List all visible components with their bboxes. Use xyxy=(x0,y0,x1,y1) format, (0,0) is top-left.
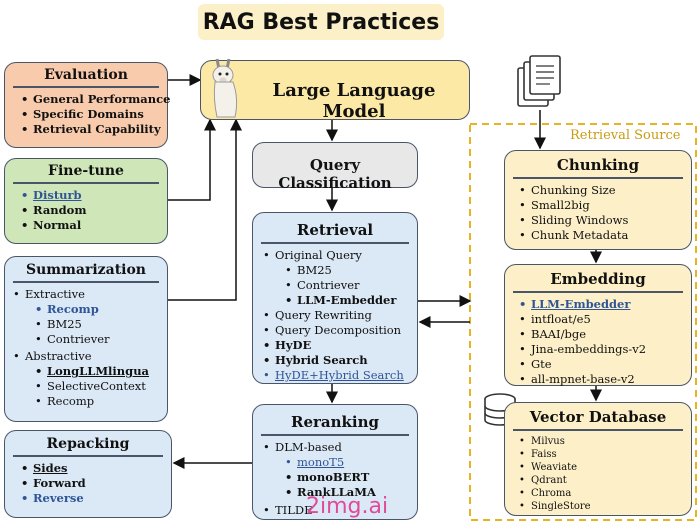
finetune-item: Disturb xyxy=(19,188,167,203)
chunking-divider xyxy=(513,177,683,179)
arrow-finetune-llm xyxy=(168,118,216,201)
repacking-divider xyxy=(13,455,163,457)
llama-icon xyxy=(212,58,238,118)
retrieval-box: Retrieval Original Query BM25 Contriever… xyxy=(252,212,418,384)
finetune-box: Fine-tune Disturb Random Normal xyxy=(4,158,168,244)
embedding-item: LLM-Embedder xyxy=(517,297,691,312)
evaluation-item: General Performance xyxy=(19,92,170,107)
chunking-title: Chunking xyxy=(556,156,640,174)
summarization-box: Summarization Extractive Recomp BM25 Con… xyxy=(4,256,168,422)
retrieval-original-item: BM25 xyxy=(261,263,417,278)
finetune-item: Normal xyxy=(19,218,167,233)
retrieval-original-item: LLM-Embedder xyxy=(261,293,417,308)
repacking-title: Repacking xyxy=(46,436,130,452)
evaluation-box: Evaluation General Performance Specific … xyxy=(4,62,170,148)
evaluation-divider xyxy=(13,86,159,88)
reranking-dlm-item: monoT5 xyxy=(261,455,417,470)
chunking-item: Chunk Metadata xyxy=(517,228,691,243)
query-classification-title: Query Classification xyxy=(278,156,392,192)
finetune-divider xyxy=(13,182,159,184)
vector-database-divider xyxy=(513,429,683,431)
embedding-item: BAAI/bge xyxy=(517,327,691,342)
retrieval-divider xyxy=(261,242,409,244)
chunking-item: Small2big xyxy=(517,198,691,213)
repacking-item: Reverse xyxy=(19,491,171,506)
embedding-item: intfloat/e5 xyxy=(517,312,691,327)
reranking-tail: TILDE xyxy=(261,503,417,518)
embedding-divider xyxy=(513,291,683,293)
repacking-box: Repacking Sides Forward Reverse xyxy=(4,430,172,518)
reranking-divider xyxy=(261,434,409,436)
retrieval-item: HyDE xyxy=(261,338,417,353)
retrieval-item: Hybrid Search xyxy=(261,353,417,368)
reranking-dlm: DLM-based xyxy=(261,440,417,455)
vector-database-item: SingleStore xyxy=(517,500,691,513)
finetune-item: Random xyxy=(19,203,167,218)
summarization-divider xyxy=(13,281,159,283)
vector-database-item: Milvus xyxy=(517,435,691,448)
retrieval-title: Retrieval xyxy=(296,221,374,239)
summarization-extractive-item: Recomp xyxy=(11,302,167,317)
embedding-item: Gte xyxy=(517,357,691,372)
llm-title: Large Language Model xyxy=(272,80,436,122)
watermark-text: 2img.ai xyxy=(306,494,389,519)
document-stack-icon xyxy=(517,55,561,107)
vector-database-item: Faiss xyxy=(517,448,691,461)
embedding-item: Jina-embeddings-v2 xyxy=(517,342,691,357)
vector-database-item: Weaviate xyxy=(517,461,691,474)
chunking-box: Chunking Chunking Size Small2big Sliding… xyxy=(504,150,692,250)
reranking-dlm-item: RankLLaMA xyxy=(261,485,417,500)
summarization-abstractive: Abstractive xyxy=(11,349,167,364)
vector-database-box: Vector Database Milvus Faiss Weaviate Qd… xyxy=(504,402,692,516)
vector-database-title: Vector Database xyxy=(529,408,667,426)
retrieval-item: Query Rewriting xyxy=(261,308,417,323)
summarization-abstractive-item: LongLLMlingua xyxy=(11,364,167,379)
embedding-box: Embedding LLM-Embedder intfloat/e5 BAAI/… xyxy=(504,264,692,387)
evaluation-item: Specific Domains xyxy=(19,107,167,122)
summarization-abstractive-item: Recomp xyxy=(11,394,167,409)
retrieval-original-item: Contriever xyxy=(261,278,417,293)
evaluation-item: Retrieval Capability xyxy=(19,122,167,137)
vector-database-item: Chroma xyxy=(517,487,691,500)
vector-database-item: Qdrant xyxy=(517,474,691,487)
page-title: RAG Best Practices xyxy=(198,4,444,40)
chunking-item: Sliding Windows xyxy=(517,213,691,228)
summarization-abstractive-item: SelectiveContext xyxy=(11,379,167,394)
evaluation-title: Evaluation xyxy=(44,67,128,83)
retrieval-item: HyDE+Hybrid Search xyxy=(261,368,417,383)
summarization-extractive: Extractive xyxy=(11,287,167,302)
retrieval-item: Query Decomposition xyxy=(261,323,417,338)
embedding-title: Embedding xyxy=(550,270,646,288)
chunking-item: Chunking Size xyxy=(517,183,691,198)
reranking-box: Reranking DLM-based monoT5 monoBERT Rank… xyxy=(252,404,418,520)
summarization-title: Summarization xyxy=(25,262,146,278)
repacking-item: Forward xyxy=(19,476,171,491)
retrieval-original-query: Original Query xyxy=(261,248,417,263)
arrow-summarization-llm xyxy=(168,118,242,301)
embedding-item: all-mpnet-base-v2 xyxy=(517,372,691,387)
finetune-title: Fine-tune xyxy=(48,163,124,179)
llm-box: Large Language Model xyxy=(200,58,470,122)
repacking-item: Sides xyxy=(19,461,171,476)
reranking-dlm-item: monoBERT xyxy=(261,470,417,485)
query-classification-box: Query Classification xyxy=(252,142,418,192)
reranking-title: Reranking xyxy=(290,413,380,431)
retrieval-source-label: Retrieval Source xyxy=(570,128,681,143)
summarization-extractive-item: BM25 xyxy=(11,317,167,332)
summarization-extractive-item: Contriever xyxy=(11,332,167,347)
